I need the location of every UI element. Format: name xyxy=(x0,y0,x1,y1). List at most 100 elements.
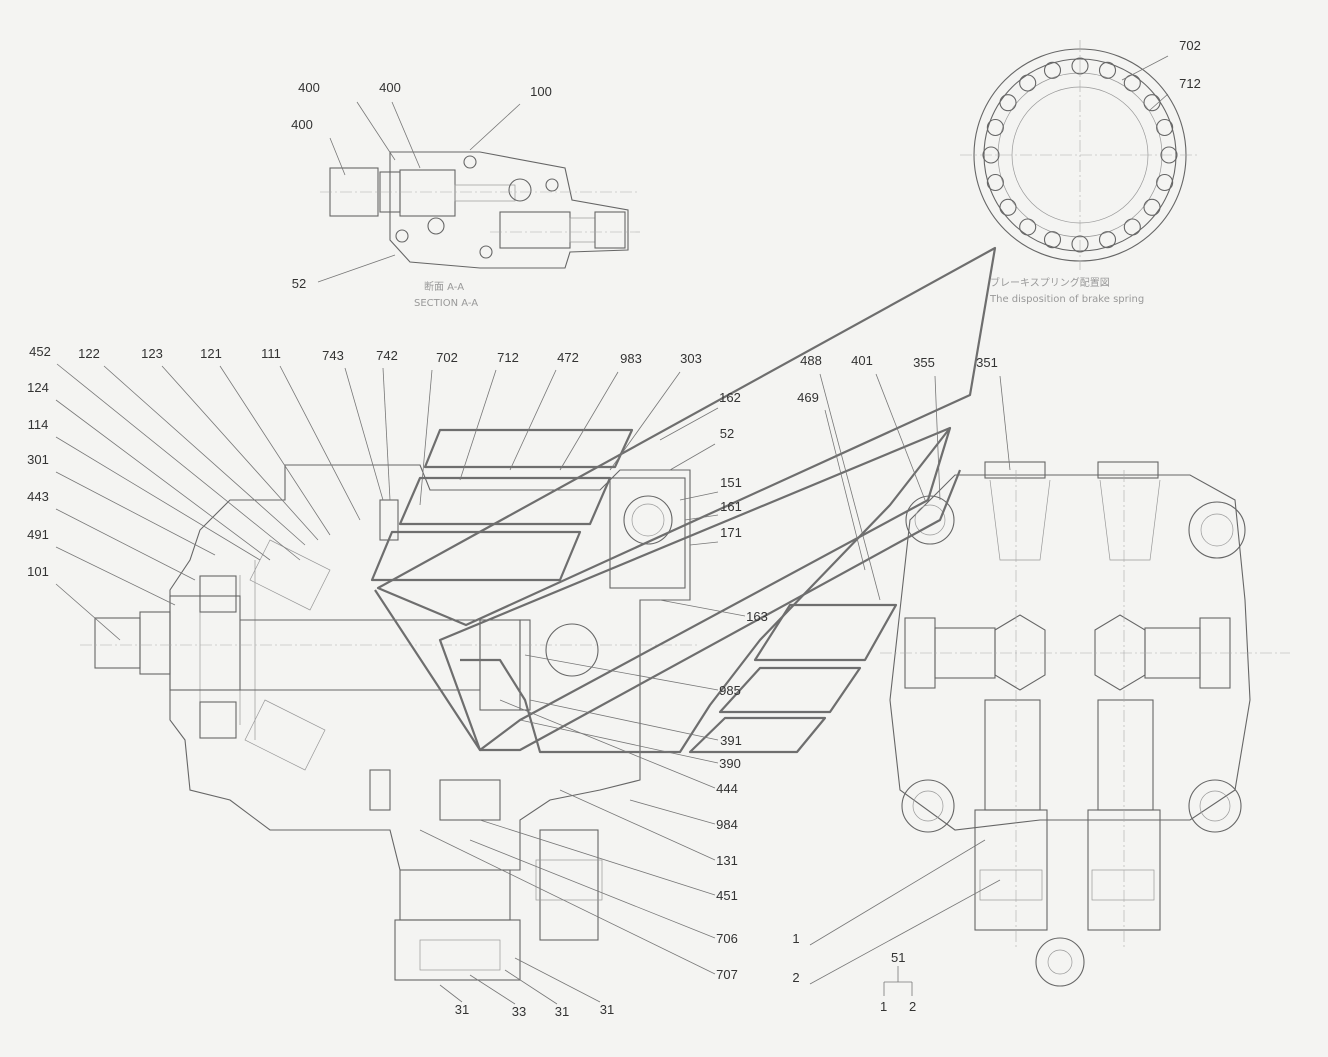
leader-line-452 xyxy=(56,363,301,561)
leader-line-124 xyxy=(55,399,271,561)
leader-line-151 xyxy=(679,491,719,501)
part-label-452: 452 xyxy=(29,344,51,359)
legend-child-1: 1 xyxy=(880,999,887,1014)
legend-tree: 51 1 2 xyxy=(880,950,916,1014)
part-label-451: 451 xyxy=(716,888,738,903)
leader-line-983 xyxy=(559,371,619,471)
leader-line-31-c xyxy=(514,957,601,1003)
part-label-355: 355 xyxy=(913,355,935,370)
leader-line-355 xyxy=(934,375,941,501)
leader-line-111 xyxy=(279,365,361,521)
leader-line-702 xyxy=(419,369,433,506)
part-label-tv-400-c: 400 xyxy=(291,117,313,132)
brake-spring xyxy=(1160,146,1178,164)
leader-line-163 xyxy=(659,599,746,617)
brake-spring xyxy=(1098,231,1117,249)
leader-line-tv-400-a xyxy=(356,101,396,161)
leader-line-123 xyxy=(161,365,319,541)
brake-spring xyxy=(1123,218,1141,236)
leader-line-121 xyxy=(219,365,331,536)
leader-line-1 xyxy=(809,839,986,946)
part-label-111: 111 xyxy=(261,346,281,361)
part-label-31-a: 31 xyxy=(455,1002,469,1017)
part-label-444: 444 xyxy=(716,781,738,796)
part-label-123: 123 xyxy=(141,346,163,361)
legend-child-2: 2 xyxy=(909,999,916,1014)
leader-line-bk-712 xyxy=(1149,93,1169,111)
leader-line-488 xyxy=(819,373,881,601)
leader-line-301 xyxy=(55,471,216,556)
part-label-491: 491 xyxy=(27,527,49,542)
brake-spring xyxy=(986,118,1004,137)
part-label-101: 101 xyxy=(27,564,49,579)
part-label-303: 303 xyxy=(680,351,702,366)
brake-spring-ring xyxy=(960,40,1200,270)
part-label-391: 391 xyxy=(720,733,742,748)
leader-line-162 xyxy=(659,407,719,441)
valve-end-view xyxy=(880,461,1290,987)
part-label-131: 131 xyxy=(716,853,738,868)
part-label-tv-400-b: 400 xyxy=(379,80,401,95)
brake-spring-set xyxy=(982,57,1178,253)
brake-spring xyxy=(1156,118,1174,137)
leader-line-114 xyxy=(55,436,261,561)
brake-spring xyxy=(999,198,1017,216)
brake-spring xyxy=(1156,173,1174,192)
part-label-488: 488 xyxy=(800,353,822,368)
brake-spring xyxy=(1043,231,1062,249)
section-caption-jp: 断面 A-A xyxy=(424,280,464,293)
leader-line-52 xyxy=(669,443,716,471)
part-label-122: 122 xyxy=(78,346,100,361)
leader-line-984 xyxy=(629,799,716,825)
brake-caption-jp: ブレーキスプリング配置図 xyxy=(990,276,1110,289)
leader-line-444 xyxy=(499,699,716,789)
part-label-707: 707 xyxy=(716,967,738,982)
brake-spring xyxy=(1143,198,1161,216)
part-label-161: 161 xyxy=(720,499,742,514)
part-label-tv-100: 100 xyxy=(530,84,552,99)
part-label-52: 52 xyxy=(720,426,734,441)
brake-spring xyxy=(999,94,1017,112)
leader-line-706 xyxy=(469,839,716,939)
brake-spring xyxy=(1019,218,1037,236)
part-label-tv-400-a: 400 xyxy=(298,80,320,95)
leader-line-743 xyxy=(344,367,384,501)
part-label-983: 983 xyxy=(620,351,642,366)
part-label-121: 121 xyxy=(200,346,222,361)
leader-line-451 xyxy=(479,819,716,896)
leader-line-33 xyxy=(469,974,516,1005)
brake-spring xyxy=(1071,57,1089,75)
part-label-bk-712: 712 xyxy=(1179,76,1201,91)
part-label-469: 469 xyxy=(797,390,819,405)
leader-line-101 xyxy=(55,583,121,641)
leader-line-tv-52 xyxy=(317,254,396,283)
part-label-151: 151 xyxy=(720,475,742,490)
leader-line-472 xyxy=(509,369,557,471)
brake-spring xyxy=(1143,94,1161,112)
leader-line-351 xyxy=(999,375,1011,471)
part-label-351: 351 xyxy=(976,355,998,370)
brake-caption-en: The disposition of brake spring xyxy=(989,294,1144,305)
motor-body xyxy=(80,464,700,981)
part-label-401: 401 xyxy=(851,353,873,368)
section-view-a-a xyxy=(320,151,640,269)
leader-line-985 xyxy=(524,654,719,691)
part-label-124: 124 xyxy=(27,380,49,395)
leader-line-303 xyxy=(609,371,681,471)
part-label-162: 162 xyxy=(719,390,741,405)
part-label-712: 712 xyxy=(497,350,519,365)
leader-line-31-a xyxy=(439,984,463,1003)
part-label-31-c: 31 xyxy=(600,1002,614,1017)
leader-line-tv-400-c xyxy=(329,137,346,176)
leader-line-131 xyxy=(559,789,716,861)
leader-line-469 xyxy=(824,409,866,571)
part-label-163: 163 xyxy=(746,609,768,624)
leader-line-31-b xyxy=(504,969,558,1005)
part-label-1: 1 xyxy=(792,931,799,946)
leader-line-742 xyxy=(382,367,391,501)
brake-spring xyxy=(1071,235,1089,253)
brake-spring xyxy=(986,173,1004,192)
part-label-984: 984 xyxy=(716,817,738,832)
